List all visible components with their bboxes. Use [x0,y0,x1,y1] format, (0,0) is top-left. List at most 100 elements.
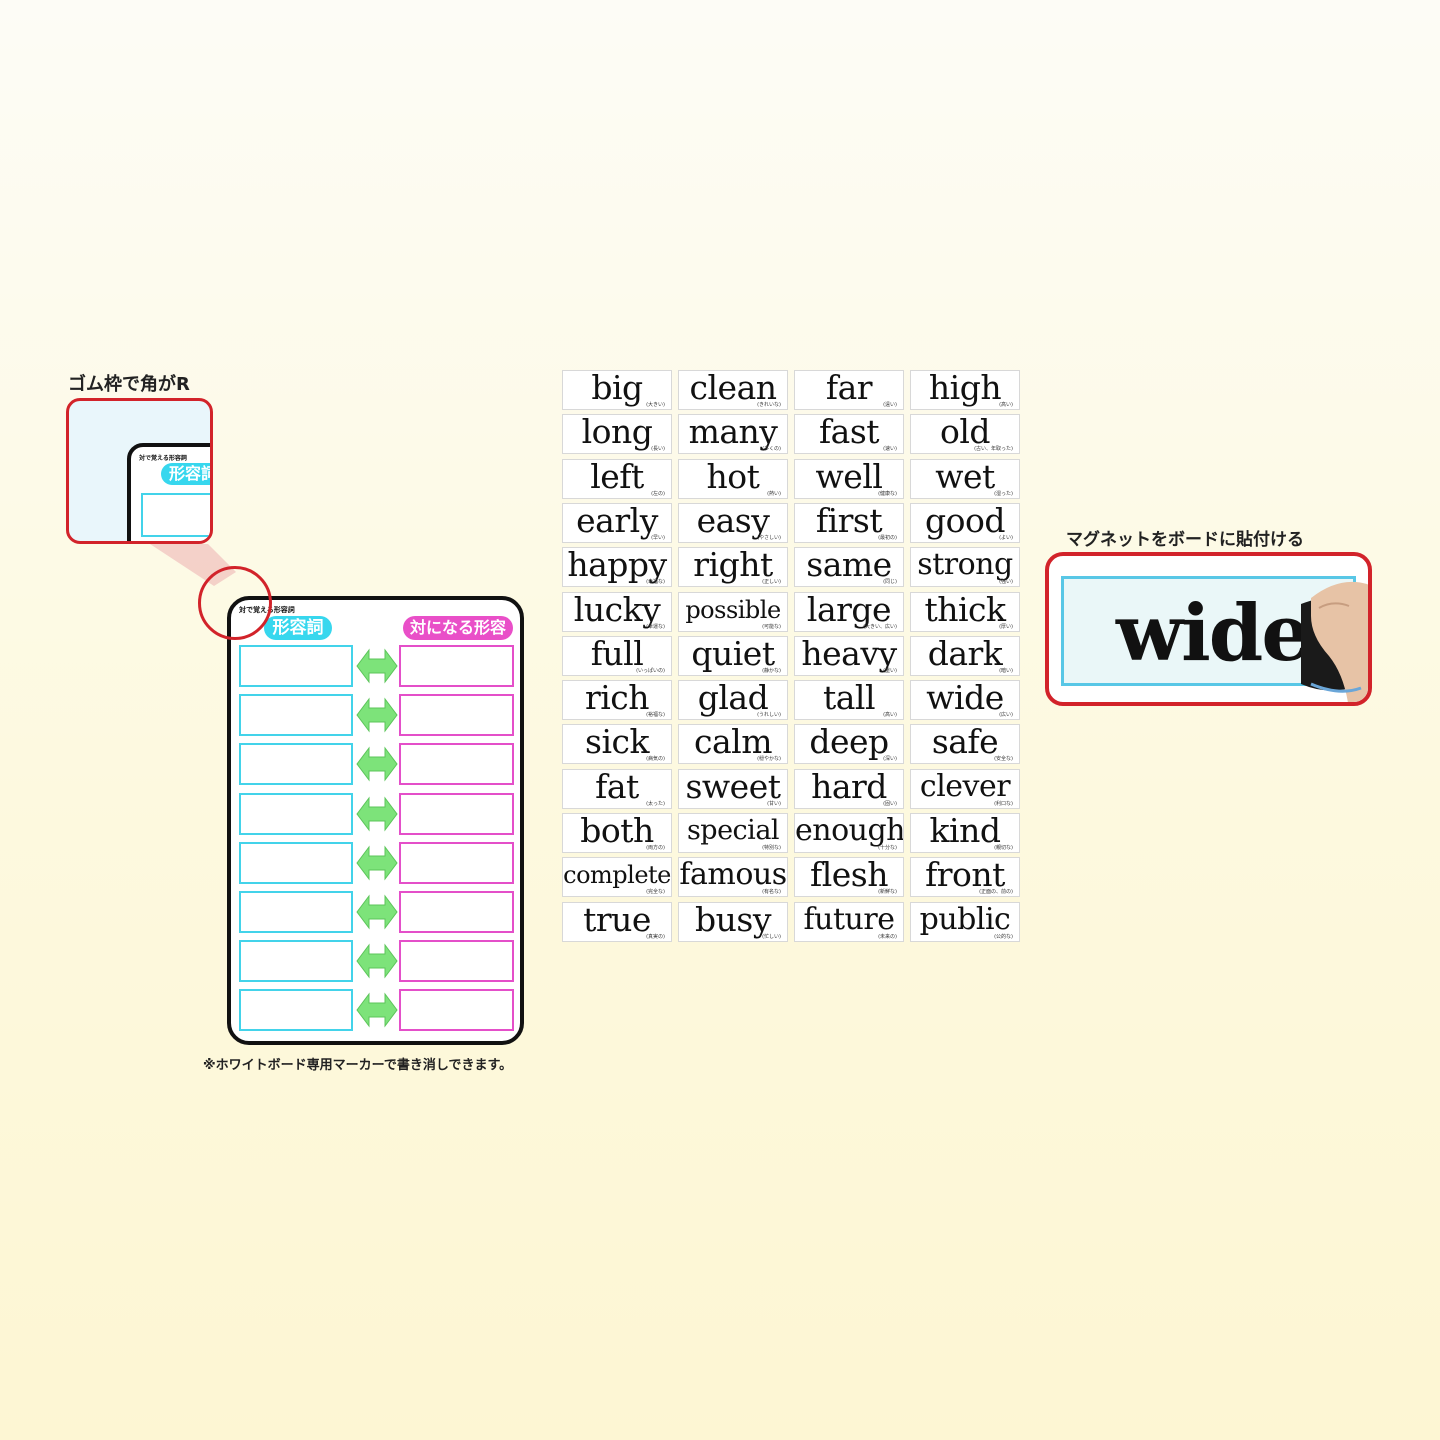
word-card-word: special [686,815,780,846]
word-card: well(健康な) [794,458,904,499]
word-card: special(特別な) [678,813,788,853]
word-card-meaning: (特別な) [762,845,781,851]
double-arrow-icon [356,697,398,733]
word-card-meaning: (未来の) [878,933,897,940]
word-card-word: heavy [801,635,897,673]
word-card: same(同じ) [794,547,904,588]
double-arrow-icon [356,648,398,684]
board-row [239,841,516,884]
word-card-meaning: (いっぱいの) [636,667,665,674]
word-card-meaning: (暗い) [999,667,1013,674]
paired-adjective-entry-box[interactable] [399,841,514,884]
word-card: tall (高い) [794,680,904,721]
adjective-entry-box[interactable] [239,645,353,687]
word-card: deep(深い) [794,724,904,765]
paired-adjective-entry-box[interactable] [399,645,514,687]
word-card-meaning: (うれしい) [757,712,781,719]
word-card-meaning: (厚い) [999,623,1013,630]
adjective-entry-box[interactable] [239,792,353,835]
word-card-word: both [580,813,654,850]
word-card-meaning: (湿った) [994,490,1013,497]
word-card: easy(やさしい) [678,502,788,543]
word-card-word: large [806,591,892,629]
word-card-word: high [928,370,1002,407]
word-card-grid: big(大きい)clean(きれいな)far(遠い)high(高い)long(長… [562,370,1022,942]
adjective-entry-box[interactable] [239,743,353,786]
word-card-word: happy [567,547,667,585]
word-card-word: sweet [685,768,781,806]
double-arrow-icon [356,992,398,1028]
word-card: famous(有名な) [678,857,788,898]
word-card-word: many [688,414,778,452]
word-card-meaning: (安全な) [994,756,1013,763]
magnet-word: wide [1116,588,1311,679]
word-card-word: hot [706,458,760,496]
double-arrow-icon [356,796,398,832]
word-card: hot (熱い) [678,458,788,499]
marker-note: ※ホワイトボード専用マーカーで書き消しできます。 [203,1058,513,1073]
word-card-meaning: (穏やかな) [757,756,781,763]
word-card-word: future [803,901,895,937]
word-card: sick(病気の) [562,724,672,765]
adjective-entry-box[interactable] [239,891,353,933]
word-card: fast(速い) [794,414,904,455]
word-card: sweet(甘い) [678,768,788,809]
adjective-entry-box[interactable] [239,694,353,737]
double-arrow-icon [356,943,398,979]
word-card-meaning: (古い、年取った) [974,446,1013,453]
word-card-word: left [590,458,644,496]
paired-adjective-entry-box[interactable] [399,743,514,786]
word-card: public(公的な) [910,901,1020,942]
double-arrow-icon [356,894,398,930]
word-card-word: full [590,635,644,673]
word-card-word: good [925,502,1005,540]
word-card: good(よい) [910,502,1020,543]
word-card-meaning: (幸運な) [646,623,665,630]
word-card-meaning: (可能な) [762,623,781,630]
adjective-entry-box[interactable] [239,940,353,983]
zoom-board-title: 対で覚える形容詞 [139,455,187,462]
word-card: full(いっぱいの) [562,635,672,676]
word-card: complete(完全な) [562,857,672,898]
word-card: flesh(新鮮な) [794,857,904,898]
word-card-word: tall [822,680,876,718]
word-card: front(正面の、前の) [910,857,1020,898]
word-card-meaning: (真実の) [646,933,665,940]
whiteboard: 対で覚える形容詞 形容詞 対になる形容詞 [227,596,524,1045]
word-card-word: lucky [573,591,661,629]
word-card: wide(広い) [910,680,1020,721]
word-card-meaning: (速い) [883,446,897,453]
paired-adjective-entry-box[interactable] [399,989,514,1032]
word-card: safe(安全な) [910,724,1020,765]
paired-adjective-entry-box[interactable] [399,891,514,933]
word-card: lucky(幸運な) [562,591,672,632]
word-card: heavy(重い) [794,635,904,676]
word-card: thick(厚い) [910,591,1020,632]
word-card-meaning: (新鮮な) [878,889,897,896]
paired-adjective-entry-box[interactable] [399,940,514,983]
adjective-entry-box[interactable] [239,989,353,1032]
magnet-example-frame: wide [1045,552,1372,706]
word-card-meaning: (広い) [999,712,1013,719]
word-card-meaning: (高い) [883,712,897,719]
word-card: quiet(静かな) [678,635,788,676]
word-card: high(高い) [910,370,1020,410]
word-card-word: clever [919,768,1011,804]
word-card: kind(親切な) [910,813,1020,853]
word-card: right(正しい) [678,547,788,588]
word-card-word: old [939,414,991,452]
word-card-word: public [919,901,1011,937]
word-card-meaning: (重い) [883,667,897,674]
word-card-word: fat [595,768,639,806]
paired-adjective-entry-box[interactable] [399,694,514,737]
word-card-meaning: (静かな) [762,667,781,674]
word-card: long(長い) [562,414,672,455]
word-card-meaning: (大きい) [646,402,665,408]
word-card: true(真実の) [562,901,672,942]
paired-adjective-entry-box[interactable] [399,792,514,835]
word-card-word: wide [926,680,1004,718]
word-card-meaning: (熱い) [767,490,781,497]
word-card-meaning: (親切な) [994,845,1013,851]
word-card-word: busy [695,901,771,939]
adjective-entry-box[interactable] [239,841,353,884]
